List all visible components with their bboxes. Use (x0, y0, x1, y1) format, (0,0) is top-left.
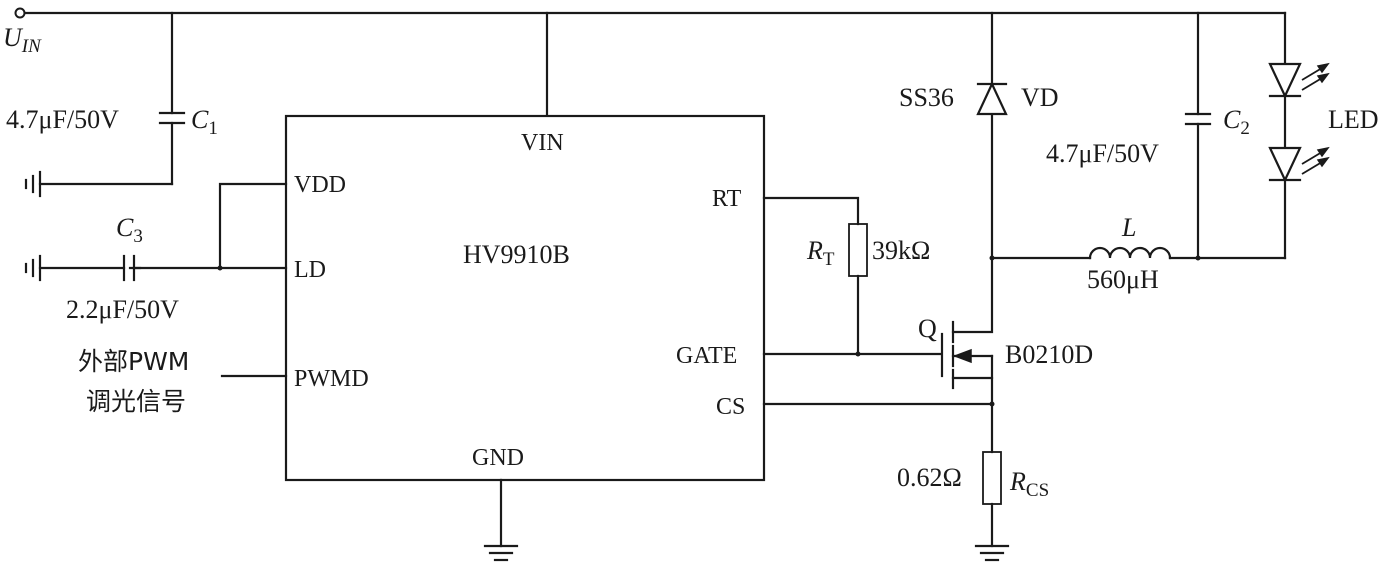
pwm-label-line1: 外部PWM (78, 347, 189, 376)
diode-vd (976, 11, 1008, 260)
resistor-rt (762, 196, 868, 356)
rt-label: RT (806, 236, 835, 270)
ic-ground (483, 478, 519, 562)
c2-label: C2 (1223, 105, 1250, 139)
pin-ld-label: LD (294, 257, 326, 283)
ic-name: HV9910B (463, 240, 570, 269)
rcs-label: RCS (1009, 467, 1049, 501)
pin-pwmd-label: PWMD (294, 366, 369, 392)
c3-label: C3 (116, 213, 143, 247)
rt-value: 39kΩ (872, 236, 930, 265)
led-label: LED (1328, 105, 1379, 134)
input-voltage-label: UIN (3, 23, 42, 57)
led-string (1268, 11, 1330, 260)
pin-vdd-label: VDD (294, 172, 346, 198)
diode-label: VD (1021, 83, 1059, 112)
inductor-label: L (1121, 213, 1136, 242)
c3-value: 2.2μF/50V (66, 295, 179, 324)
vdd-ld-wiring (128, 182, 288, 270)
c1-label: C1 (191, 105, 218, 139)
capacitor-c2 (1184, 11, 1212, 260)
pwm-label-line2: 调光信号 (86, 387, 186, 416)
ic-hv9910b-body (284, 114, 766, 482)
rcs-value: 0.62Ω (897, 463, 962, 492)
pin-gnd-label: GND (472, 445, 524, 471)
pin-gate-label: GATE (676, 343, 737, 369)
mosfet-label: Q (918, 314, 937, 343)
diode-part: SS36 (899, 83, 954, 112)
resistor-rcs (974, 402, 1010, 562)
vin-rail (14, 7, 1287, 19)
inductor-value: 560μH (1087, 265, 1159, 294)
capacitor-c3 (24, 254, 142, 282)
capacitor-c1 (24, 11, 186, 198)
c2-value: 4.7μF/50V (1046, 139, 1159, 168)
junction-dots (217, 255, 1201, 407)
pin-cs-label: CS (716, 394, 745, 420)
pin-rt-label: RT (712, 186, 742, 212)
c1-value: 4.7μF/50V (6, 105, 119, 134)
mosfet-part: B0210D (1005, 340, 1093, 369)
mosfet-q (940, 256, 994, 406)
pin-vin-label: VIN (521, 130, 564, 156)
inductor-l (990, 246, 1287, 260)
